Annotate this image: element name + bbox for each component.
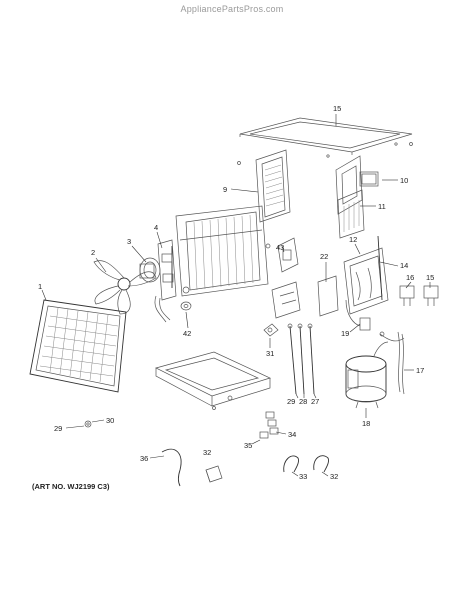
part-control-box <box>335 155 379 239</box>
callout-33: 32 <box>330 472 338 481</box>
part-front-grille <box>29 299 127 393</box>
part-panel <box>317 275 339 317</box>
callout-28: 28 <box>299 397 307 406</box>
part-grommet <box>180 301 192 311</box>
part-support-frame <box>343 235 389 331</box>
callout-16: 15 <box>426 273 434 282</box>
part-base-pan <box>155 351 271 410</box>
callout-9: 15 <box>333 104 341 113</box>
callout-30: 29 <box>54 424 62 433</box>
part-fan-blade <box>93 260 157 315</box>
callout-22: 22 <box>320 252 328 261</box>
callout-labels: 15 9 10 11 2 3 4 43 12 14 16 15 22 19 17… <box>38 104 434 481</box>
callout-17: 16 <box>406 273 414 282</box>
callout-10: 10 <box>400 176 408 185</box>
part-top-cover <box>239 117 413 158</box>
callout-42: 42 <box>183 329 191 338</box>
part-valve-upper <box>263 323 279 337</box>
callout-32-upper: 31 <box>266 349 274 358</box>
callout-34: 33 <box>299 472 307 481</box>
part-side-panel <box>237 149 291 223</box>
callout-40: 36 <box>140 454 148 463</box>
part-wire <box>161 448 182 487</box>
part-fan-motor <box>139 257 171 323</box>
callout-12: 12 <box>349 235 357 244</box>
callout-14: 14 <box>400 261 408 270</box>
callout-36: 35 <box>244 441 252 450</box>
callout-18: 17 <box>416 366 424 375</box>
part-terminal-blocks <box>259 411 279 439</box>
part-compressor <box>345 341 389 409</box>
callout-11: 11 <box>378 202 386 211</box>
callout-3: 3 <box>127 237 131 246</box>
callout-31: 30 <box>106 416 114 425</box>
callout-43: 43 <box>276 243 284 252</box>
part-fitting <box>84 420 92 428</box>
part-relays <box>399 285 439 306</box>
callout-1: 1 <box>38 282 42 291</box>
part-wire-harness <box>379 331 405 395</box>
part-motor-bracket <box>157 239 190 301</box>
part-tubes <box>287 323 315 395</box>
art-number: (ART NO. WJ2199 C3) <box>32 482 110 491</box>
part-sensor-bracket <box>271 237 301 319</box>
part-condenser-coil <box>171 205 271 297</box>
callout-35: 34 <box>288 430 296 439</box>
callout-2: 2 <box>91 248 95 257</box>
callout-19: 18 <box>362 419 370 428</box>
callout-27: 27 <box>311 397 319 406</box>
callout-4: 4 <box>154 223 158 232</box>
part-box <box>205 465 223 483</box>
callout-7: 9 <box>223 185 227 194</box>
part-hoses <box>283 455 329 473</box>
callout-29: 29 <box>287 397 295 406</box>
leader-lines <box>41 114 431 477</box>
site-watermark: AppliancePartsPros.com <box>180 4 284 14</box>
callout-15: 19 <box>341 329 349 338</box>
callout-32-lower: 32 <box>203 448 211 457</box>
